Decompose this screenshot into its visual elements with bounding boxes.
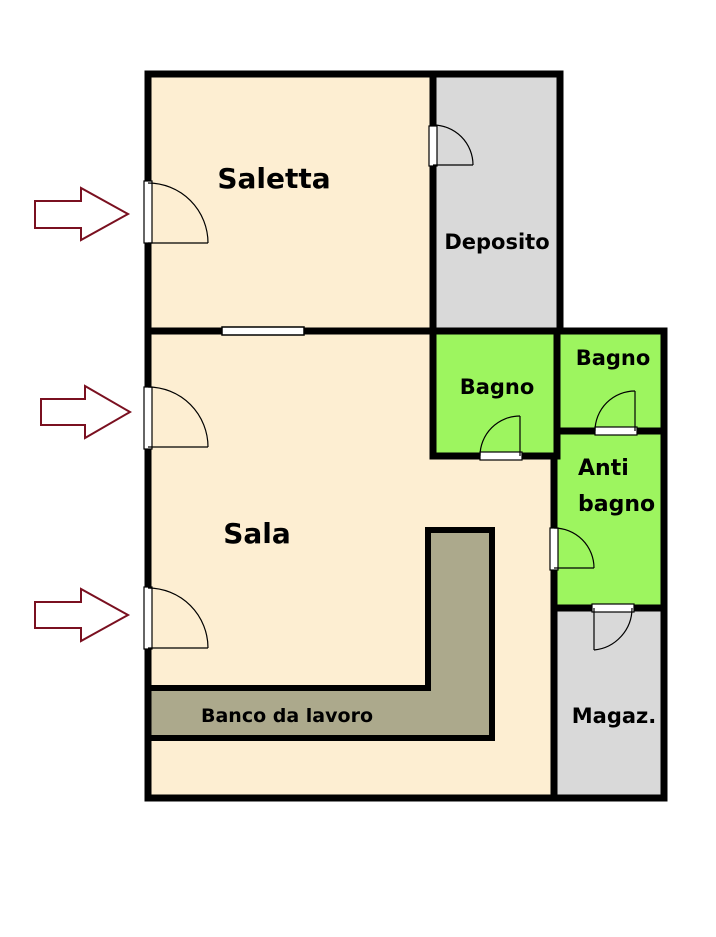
window-opening xyxy=(221,326,305,336)
label-sala: Sala xyxy=(223,517,291,550)
door-deposito[interactable] xyxy=(428,124,474,167)
room-anti-bagno xyxy=(554,431,664,608)
label-bagno-1: Bagno xyxy=(460,375,535,399)
room-magazzino xyxy=(554,608,664,798)
room-saletta xyxy=(148,74,433,331)
entrance-arrow-icon xyxy=(40,384,132,440)
door-sala-entrance-1[interactable] xyxy=(143,386,209,450)
door-anti-bagno[interactable] xyxy=(549,527,595,571)
room-deposito xyxy=(433,74,560,331)
label-bagno-2: Bagno xyxy=(576,346,651,370)
label-magazzino: Magaz. xyxy=(572,704,656,728)
label-workbench: Banco da lavoro xyxy=(201,705,373,727)
entrance-arrow-icon xyxy=(34,186,131,242)
door-bagno-2[interactable] xyxy=(594,390,638,436)
label-deposito: Deposito xyxy=(444,230,549,254)
entrance-arrow-icon xyxy=(34,587,131,643)
door-sala-entrance-2[interactable] xyxy=(143,586,209,650)
label-saletta: Saletta xyxy=(217,162,330,195)
room-bagno-2 xyxy=(560,331,664,431)
room-bagno-1 xyxy=(433,331,557,456)
label-anti-bagno-line2: bagno xyxy=(578,492,655,517)
label-anti-bagno-line1: Anti xyxy=(578,456,629,481)
door-saletta-entrance[interactable] xyxy=(143,180,209,244)
door-bagno-1[interactable] xyxy=(479,415,523,461)
door-magazzino[interactable] xyxy=(591,603,635,651)
